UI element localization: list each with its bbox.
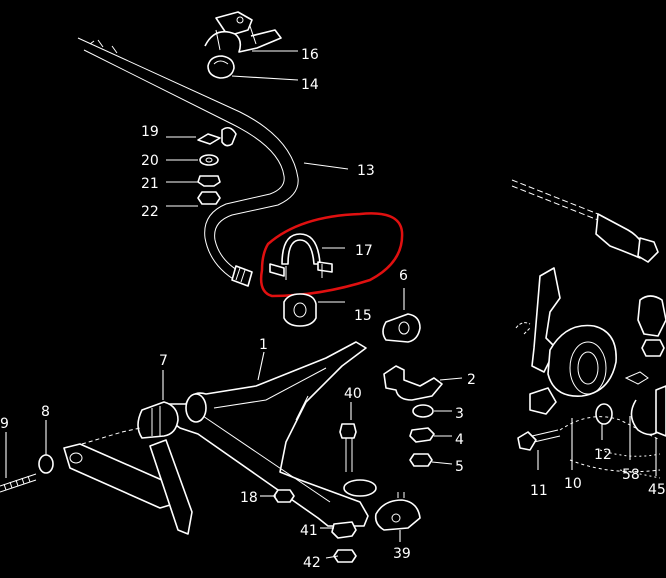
nut-5 bbox=[409, 453, 433, 467]
ball-joint-39 bbox=[374, 492, 421, 531]
label-42: 42 bbox=[303, 555, 321, 571]
label-39: 39 bbox=[393, 546, 411, 562]
bolt-40 bbox=[339, 423, 357, 472]
part-labels: 16 14 19 20 21 22 13 17 6 15 1 7 2 40 3 … bbox=[0, 47, 666, 571]
label-13: 13 bbox=[357, 163, 375, 179]
label-19: 19 bbox=[141, 124, 159, 140]
nut-18 bbox=[273, 489, 295, 503]
label-14: 14 bbox=[301, 77, 319, 93]
label-8: 8 bbox=[41, 404, 50, 420]
tie-rod bbox=[511, 179, 659, 263]
label-5: 5 bbox=[455, 459, 464, 475]
label-10: 10 bbox=[564, 476, 582, 492]
washer-3 bbox=[412, 404, 434, 418]
stabilizer-bushing-15 bbox=[283, 293, 317, 327]
label-22: 22 bbox=[141, 204, 159, 220]
label-4: 4 bbox=[455, 432, 464, 448]
ball-joint-right bbox=[637, 295, 666, 357]
label-40: 40 bbox=[344, 386, 362, 402]
stabilizer-clamp-upper bbox=[207, 55, 235, 79]
highlight-circle bbox=[259, 212, 404, 298]
nut-42 bbox=[333, 549, 357, 563]
hardware-stack-left bbox=[197, 126, 237, 205]
label-6: 6 bbox=[399, 268, 408, 284]
label-7: 7 bbox=[159, 353, 168, 369]
label-11: 11 bbox=[530, 483, 548, 499]
leader-lines bbox=[5, 50, 657, 559]
label-17: 17 bbox=[355, 243, 373, 259]
bushing-6 bbox=[382, 313, 421, 343]
label-45: 45 bbox=[648, 482, 666, 498]
nut-4 bbox=[409, 427, 435, 443]
label-16: 16 bbox=[301, 47, 319, 63]
nut-41 bbox=[331, 521, 357, 539]
stabilizer-clamp-17 bbox=[269, 233, 333, 280]
label-2: 2 bbox=[467, 372, 476, 388]
label-20: 20 bbox=[141, 153, 159, 169]
washer-12 bbox=[595, 403, 613, 425]
bolt-11 bbox=[517, 429, 561, 451]
bushing-7 bbox=[137, 401, 179, 439]
washer-8 bbox=[38, 454, 54, 474]
label-12: 12 bbox=[594, 447, 612, 463]
label-9: 9 bbox=[0, 416, 9, 432]
label-58: 58 bbox=[622, 467, 640, 483]
bolt-9 bbox=[0, 473, 37, 493]
part-45-edge bbox=[655, 385, 666, 437]
circlip-58 bbox=[624, 371, 663, 436]
steering-knuckle bbox=[515, 267, 617, 415]
label-18: 18 bbox=[240, 490, 258, 506]
bracket-2 bbox=[383, 365, 443, 401]
label-15: 15 bbox=[354, 308, 372, 324]
label-1: 1 bbox=[259, 337, 268, 353]
stabilizer-bracket bbox=[204, 11, 282, 53]
label-21: 21 bbox=[141, 176, 159, 192]
mounting-bracket-lower bbox=[63, 427, 193, 535]
label-3: 3 bbox=[455, 406, 464, 422]
label-41: 41 bbox=[300, 523, 318, 539]
stabilizer-bar bbox=[77, 37, 299, 287]
